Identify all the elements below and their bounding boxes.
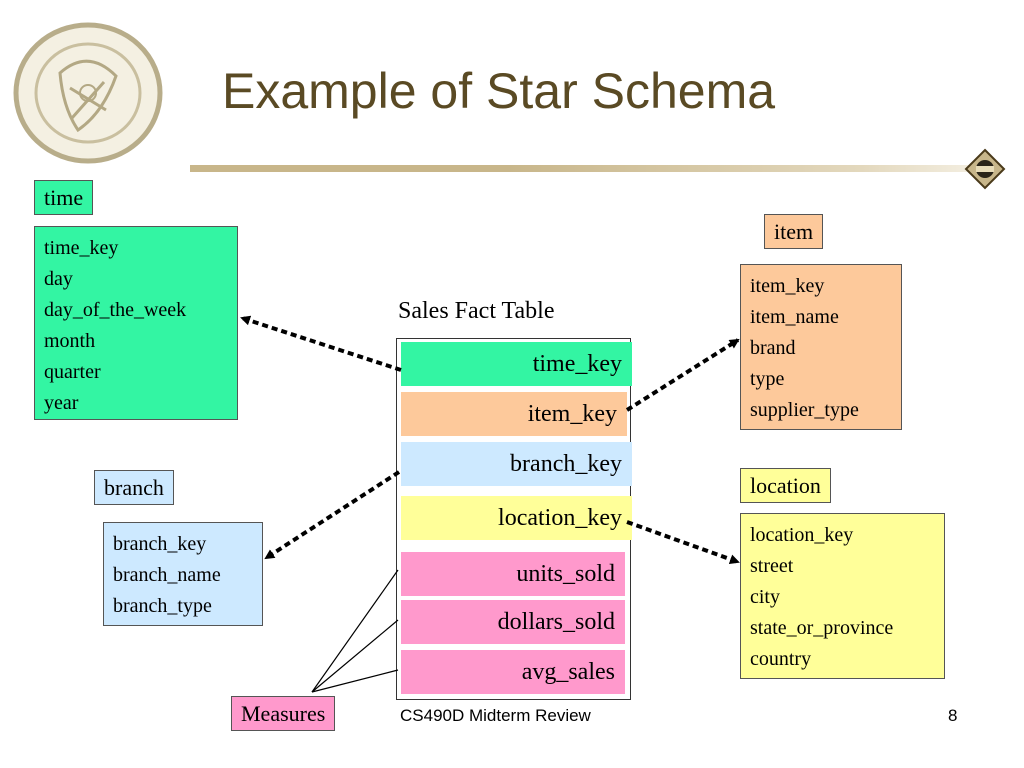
branch-dimension-tab: branch	[94, 470, 174, 505]
item-connector-arrow	[625, 338, 740, 412]
field-branch-type: branch_type	[113, 595, 212, 617]
location-dimension-fields: location_key street city state_or_provin…	[740, 513, 945, 679]
field-brand: brand	[750, 337, 796, 359]
fact-key-item: item_key	[401, 392, 627, 436]
time-connector-arrow	[240, 315, 402, 372]
fact-key-location: location_key	[401, 496, 632, 540]
field-city: city	[750, 586, 780, 608]
fact-key-branch: branch_key	[401, 442, 632, 486]
field-month: month	[44, 330, 96, 352]
field-year: year	[44, 392, 79, 414]
measures-pointer-line	[311, 569, 399, 693]
time-dimension-tab: time	[34, 180, 94, 215]
field-branch-name: branch_name	[113, 564, 221, 586]
fact-table-title: Sales Fact Table	[398, 298, 555, 324]
field-day: day	[44, 268, 73, 290]
field-country: country	[750, 648, 812, 670]
field-quarter: quarter	[44, 361, 101, 383]
purdue-train-logo	[964, 148, 1006, 190]
fact-key-time: time_key	[401, 342, 632, 386]
location-dimension-tab: location	[740, 468, 831, 503]
footer-text: CS490D Midterm Review	[400, 706, 591, 725]
field-street: street	[750, 555, 794, 577]
measure-units-sold: units_sold	[401, 552, 625, 596]
measure-dollars-sold: dollars_sold	[401, 600, 625, 644]
item-dimension-fields: item_key item_name brand type supplier_t…	[740, 264, 902, 430]
field-supplier-type: supplier_type	[750, 399, 859, 421]
measures-pointer-line	[311, 669, 399, 693]
location-connector-arrow	[626, 520, 740, 564]
item-dimension-tab: item	[764, 214, 824, 249]
university-seal-logo	[8, 18, 168, 168]
branch-connector-arrow	[264, 470, 401, 560]
page-number: 8	[948, 706, 958, 725]
field-item-name: item_name	[750, 306, 839, 328]
field-location-key: location_key	[750, 524, 854, 546]
field-item-key: item_key	[750, 275, 825, 297]
field-branch-key: branch_key	[113, 533, 207, 555]
branch-dimension-fields: branch_key branch_name branch_type	[103, 522, 263, 626]
field-type: type	[750, 368, 785, 390]
measures-pointer-line	[311, 619, 399, 693]
field-state-or-province: state_or_province	[750, 617, 894, 639]
time-dimension-fields: time_key day day_of_the_week month quart…	[34, 226, 238, 420]
title-divider	[190, 165, 980, 172]
field-day-of-the-week: day_of_the_week	[44, 299, 187, 321]
field-time-key: time_key	[44, 237, 119, 259]
measure-avg-sales: avg_sales	[401, 650, 625, 694]
slide-title: Example of Star Schema	[222, 63, 776, 119]
measures-label: Measures	[231, 696, 336, 731]
